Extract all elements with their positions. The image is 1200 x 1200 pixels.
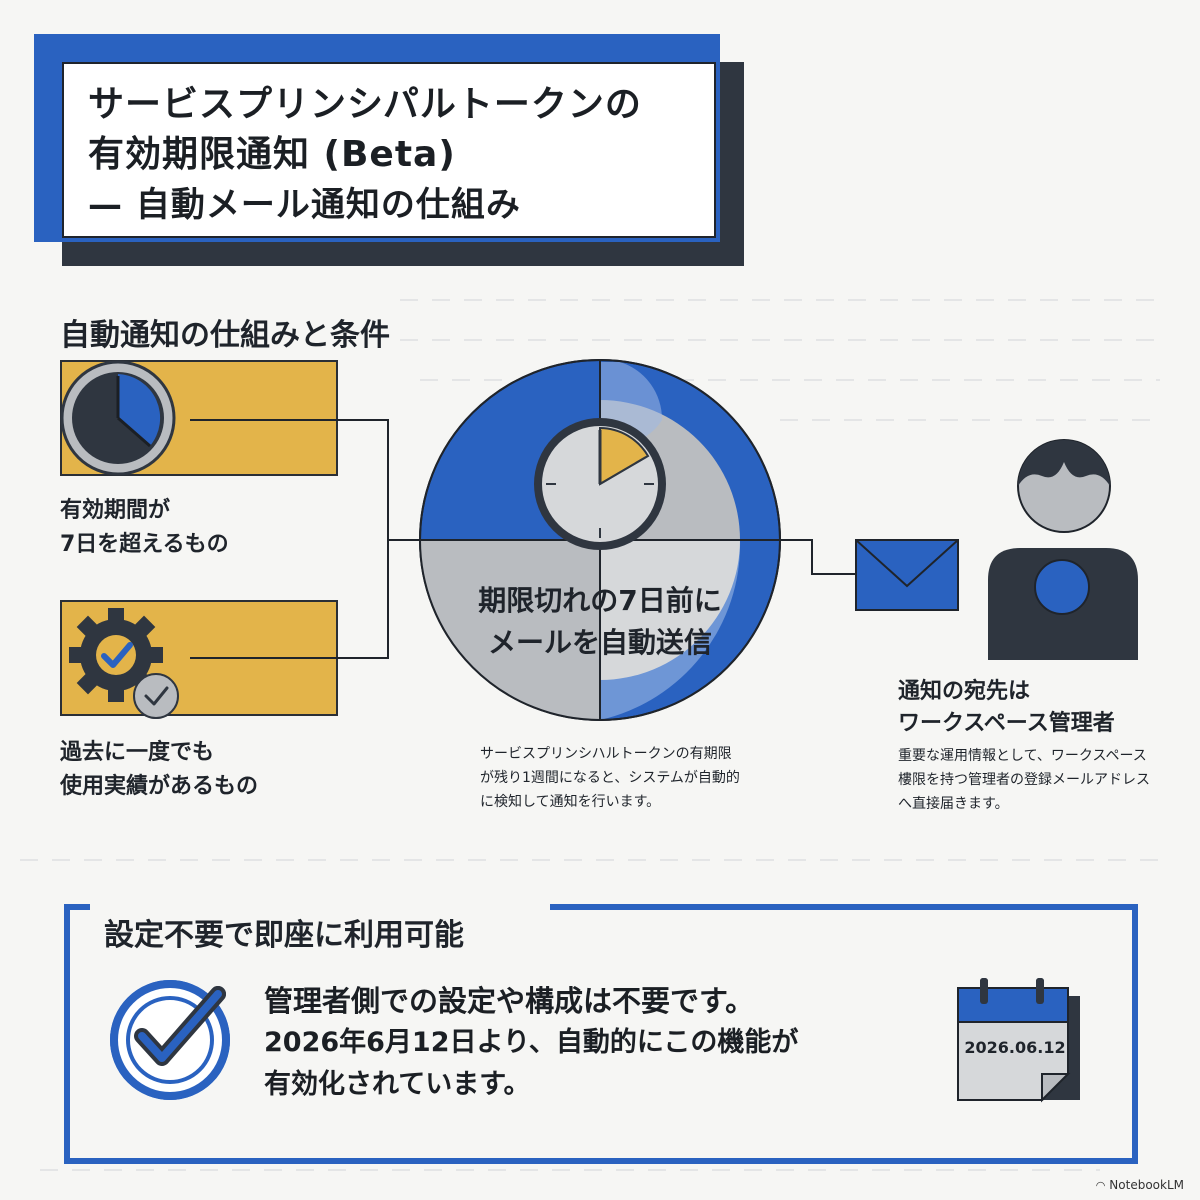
calendar-icon bbox=[957, 978, 1080, 1103]
footer-brand-label: NotebookLM bbox=[1109, 1178, 1184, 1192]
availability-line: 有効化されています。 bbox=[264, 1069, 531, 1100]
card-icons bbox=[60, 360, 338, 719]
user-icon bbox=[988, 439, 1138, 660]
center-message-line: 期限切れの7日前に bbox=[478, 584, 722, 617]
center-message: 期限切れの7日前に メールを自動送信 bbox=[420, 580, 780, 664]
center-message-line: メールを自動送信 bbox=[487, 626, 712, 659]
background-dashes bbox=[20, 299, 1160, 1171]
footer-brand: ◠NotebookLM bbox=[1096, 1178, 1184, 1192]
recipient-title-line: 通知の宛先は bbox=[898, 679, 1031, 704]
recipient-title: 通知の宛先は ワークスペース管理者 bbox=[898, 676, 1115, 740]
condition-label-usage: 過去に一度でも 使用実績があるもの bbox=[60, 736, 258, 804]
availability-heading: 設定不要で即座に利用可能 bbox=[104, 918, 464, 953]
availability-box bbox=[64, 904, 1138, 1164]
availability-text: 管理者側での設定や構成は不要です。 2026年6月12日より、自動的にこの機能が… bbox=[264, 980, 944, 1106]
clock-icon bbox=[60, 360, 176, 476]
section-heading: 自動通知の仕組みと条件 bbox=[60, 318, 390, 353]
page-title: サービスプリンシパルトークンの 有効期限通知 (Beta) — 自動メール通知の… bbox=[88, 80, 708, 230]
center-description: サービスプリンシハルトークンの有期限が残り1週間になると、システムが自動的に検知… bbox=[480, 746, 740, 810]
availability-line: 2026年6月12日より、自動的にこの機能が bbox=[264, 1027, 799, 1058]
title-line-1: サービスプリンシパルトークンの bbox=[88, 84, 642, 125]
bottom-icons bbox=[110, 978, 1080, 1103]
recipient-description: 重要な運用情報として、ワークスペース樓限を持つ管理者の登録メールアドレスへ直接届… bbox=[898, 748, 1150, 812]
notebooklm-logo-icon: ◠ bbox=[1095, 1179, 1106, 1192]
availability-box-gap bbox=[90, 890, 550, 920]
availability-line: 管理者側での設定や構成は不要です。 bbox=[264, 984, 755, 1018]
title-box bbox=[62, 62, 716, 238]
gear-check-icon bbox=[69, 608, 179, 719]
condition-label-line: 使用実績があるもの bbox=[60, 774, 259, 799]
calendar-date: 2026.06.12 bbox=[964, 1038, 1066, 1057]
condition-label-line: 過去に一度でも bbox=[60, 740, 215, 765]
envelope-icon bbox=[855, 539, 959, 611]
stopwatch-icon bbox=[534, 418, 666, 550]
condition-label-line: 有効期間が bbox=[60, 498, 171, 523]
title-subtitle: — 自動メール通知の仕組み bbox=[88, 185, 521, 225]
condition-label-line: 7日を超えるもの bbox=[60, 532, 229, 557]
title-line-2: 有効期限通知 (Beta) bbox=[88, 134, 456, 175]
recipient-title-line: ワークスペース管理者 bbox=[898, 711, 1115, 736]
condition-label-validity: 有効期間が 7日を超えるもの bbox=[60, 494, 229, 562]
check-circle-icon bbox=[110, 980, 230, 1100]
